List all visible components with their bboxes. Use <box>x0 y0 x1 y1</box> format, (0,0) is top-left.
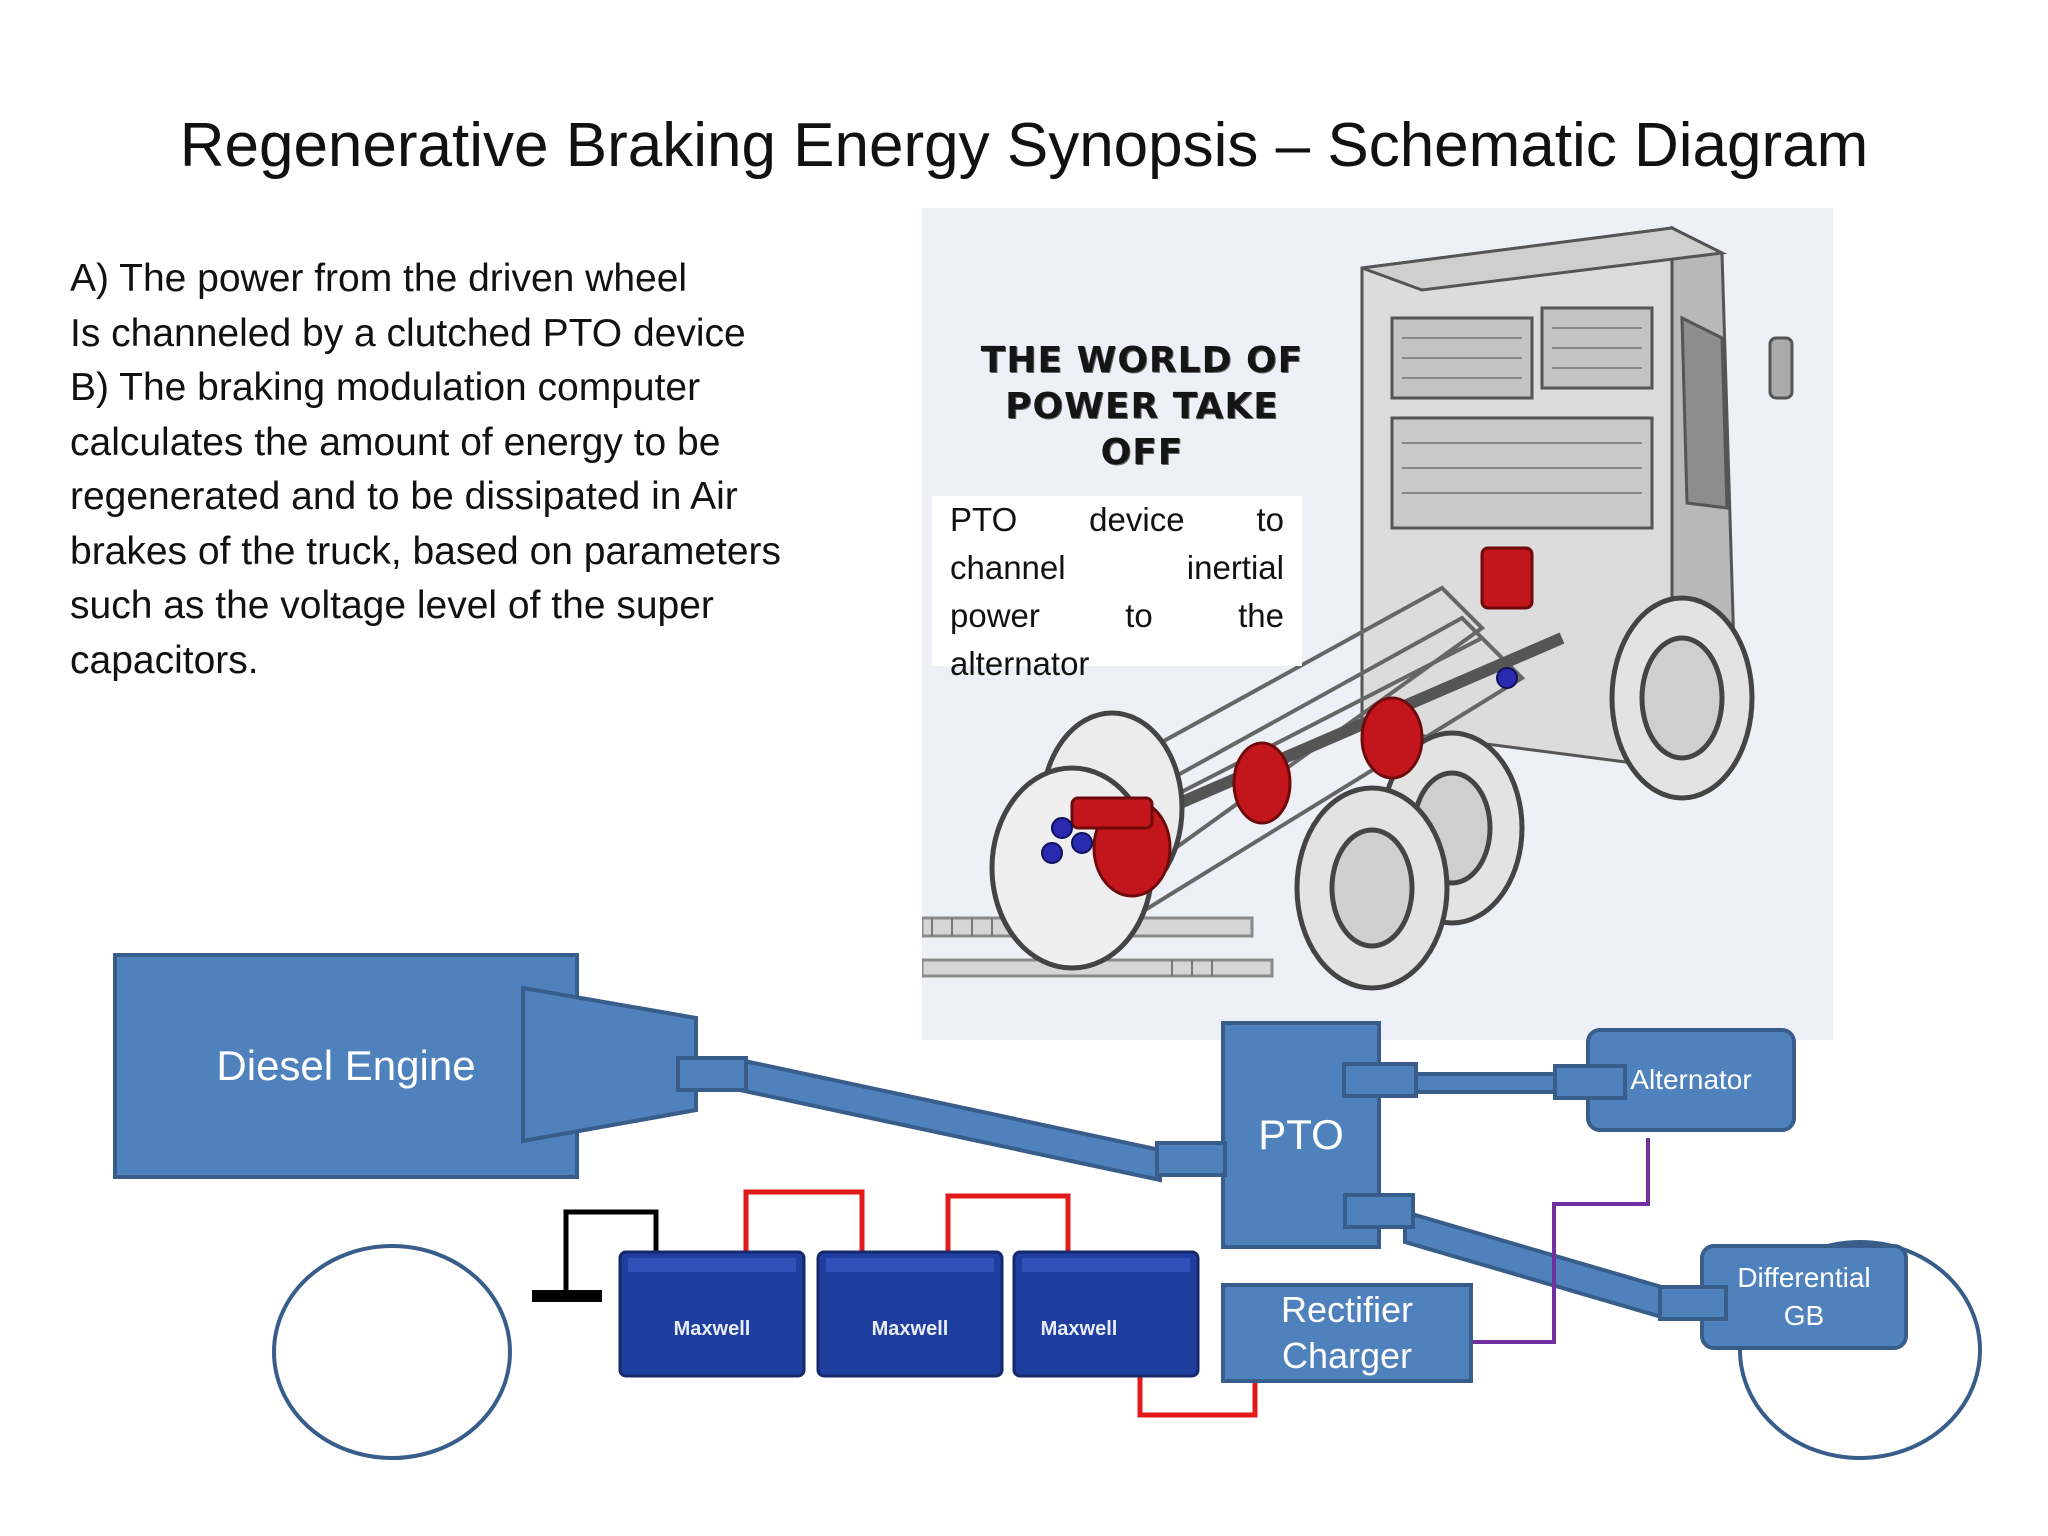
description-line: A) The power from the driven wheel <box>70 257 688 300</box>
supercapacitor-module-2 <box>816 1250 1004 1378</box>
description-line: Is channeled by a clutched PTO device <box>70 311 746 355</box>
cap-link-wire-2 <box>945 1193 1071 1258</box>
slide-title: Regenerative Braking Energy Synopsis – S… <box>179 111 1869 180</box>
alternator-box: Alternator <box>1586 1028 1796 1132</box>
diesel-engine-label: Diesel Engine <box>216 1042 476 1089</box>
capacitor-brand-label: Maxwell <box>673 1318 751 1340</box>
description-line: regenerated and to be dissipated in Air <box>70 475 738 518</box>
differential-label: GB <box>1783 1300 1825 1331</box>
description-line: such as the voltage level of the super <box>70 584 714 627</box>
front-wheel <box>272 1244 512 1460</box>
truck-drawing <box>922 225 1794 991</box>
description-text: A) The power from the driven wheel Is ch… <box>70 252 870 688</box>
pto-components <box>1070 546 1534 898</box>
rectifier-charger-box: Rectifier Charger <box>1221 1283 1473 1383</box>
diesel-engine-box: Diesel Engine <box>113 953 579 1179</box>
photo-caption: THE WORLD OF POWER TAKE OFF <box>980 340 1304 473</box>
pto-label: PTO <box>1258 1111 1344 1158</box>
cap-link-wire-1 <box>743 1189 865 1258</box>
description-line: brakes of the truck, based on parameters <box>70 529 782 573</box>
alternator-to-rectifier-wire <box>1472 1138 1650 1344</box>
rectifier-label: Charger <box>1281 1335 1413 1376</box>
supercapacitor-module-3 <box>1012 1250 1200 1378</box>
capacitor-brand-label: Maxwell <box>871 1318 949 1340</box>
description-line: capacitors. <box>70 638 259 682</box>
ground-symbol <box>532 1290 602 1302</box>
differential-gb-box: Differential GB <box>1700 1244 1908 1350</box>
description-line: B) The braking modulation computer <box>70 366 701 409</box>
rectifier-label: Rectifier <box>1280 1289 1414 1330</box>
differential-label: Differential <box>1737 1262 1871 1293</box>
ground-wire <box>563 1209 659 1296</box>
supercapacitor-module-1 <box>618 1250 806 1378</box>
hydraulic-fittings <box>1041 667 1518 864</box>
description-line: calculates the amount of energy to be <box>70 420 721 464</box>
alternator-label: Alternator <box>1630 1064 1752 1095</box>
capacitor-brand-label: Maxwell <box>1040 1318 1118 1340</box>
